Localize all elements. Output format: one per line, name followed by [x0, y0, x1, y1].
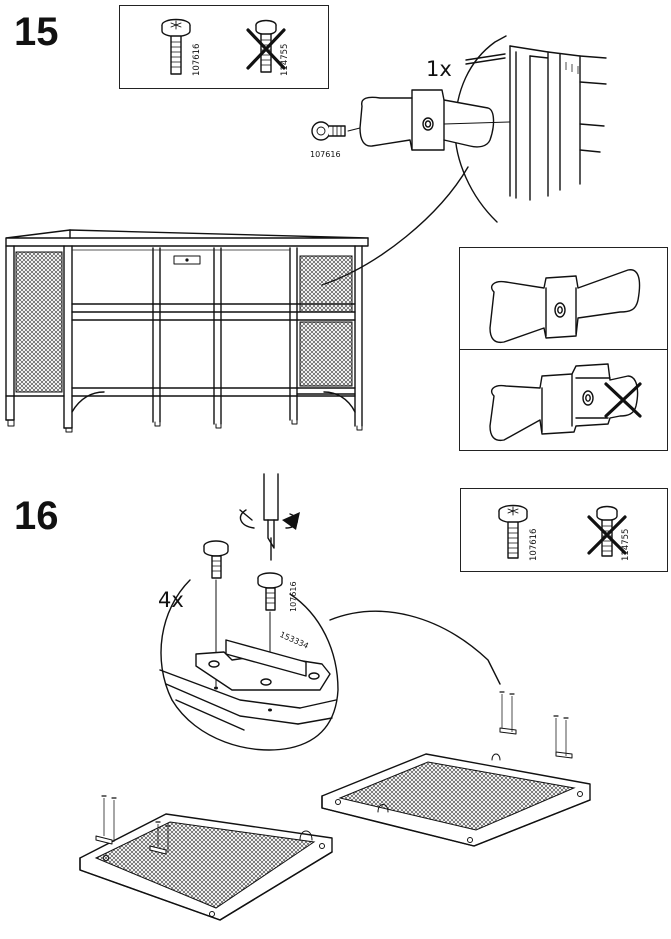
- screw-107616-icon: [161, 18, 191, 75]
- screw-114755-crossed-icon: [587, 505, 627, 557]
- step-15-illustration: [5, 35, 607, 433]
- orientation-divider: [460, 349, 667, 350]
- step-15-quantity: 1x: [426, 57, 452, 81]
- step-15-parts-box: 107616 114755: [119, 5, 329, 89]
- step-16-number: 16: [14, 494, 59, 538]
- screw-107616-icon: [498, 504, 528, 559]
- screw-114755-crossed-icon: [246, 19, 286, 73]
- step-15-detail-screw-part: 107616: [310, 150, 341, 159]
- step-16-parts-box: 107616 114755: [460, 488, 668, 572]
- bracket-wrong-icon: [489, 363, 642, 442]
- step-15-orientation-box: [459, 247, 668, 451]
- bracket-correct-icon: [489, 269, 641, 344]
- step-15-number: 15: [14, 10, 59, 54]
- callout-line-16: [329, 610, 501, 685]
- step-16-detail-screw-part: 107616: [289, 581, 298, 612]
